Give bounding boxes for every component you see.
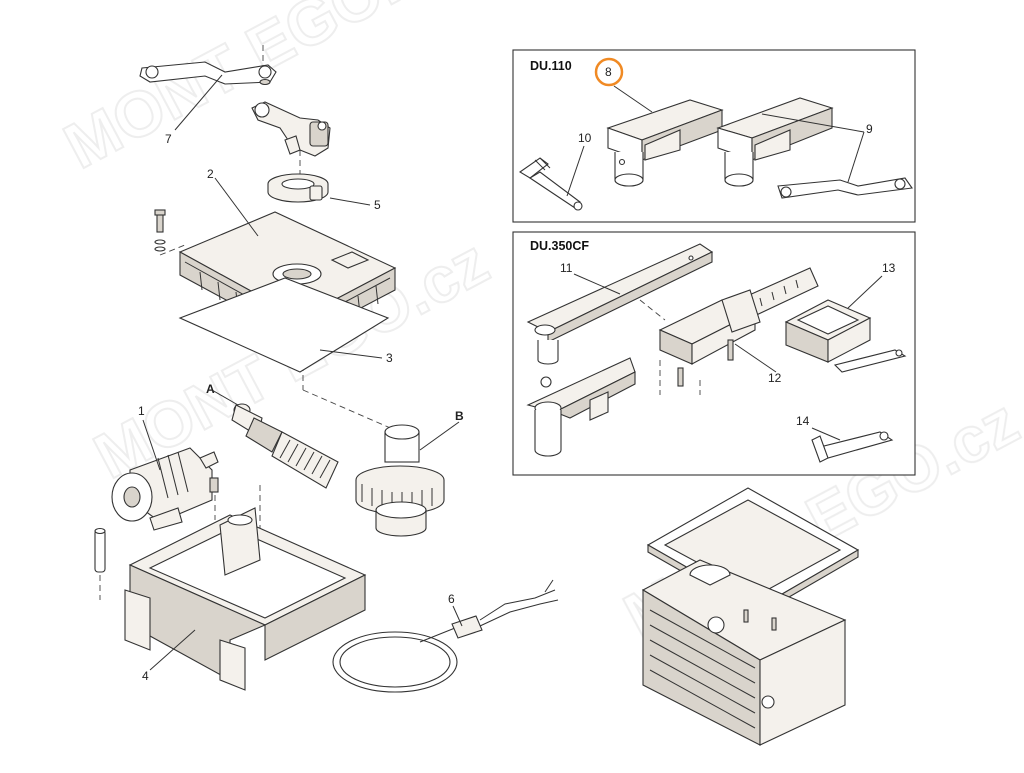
part-13-lock-housing: [784, 299, 907, 373]
part-12-locking-block: [658, 267, 819, 387]
part-9-bracket: [716, 97, 913, 199]
callout-8: 8: [605, 65, 612, 79]
callout-2: 2: [207, 167, 214, 181]
screw-dash: [159, 244, 186, 256]
du350-leaders: [573, 273, 883, 441]
part-ball: [540, 376, 552, 388]
callout-6: 6: [448, 592, 455, 606]
callout-10: 10: [578, 131, 592, 145]
axis-dash-to-b: [302, 389, 396, 431]
part-B-gear: [355, 424, 445, 537]
part-5-bearing-ring: [267, 173, 329, 203]
callout-11: 11: [560, 261, 573, 275]
du110-title: DU.110: [530, 59, 572, 73]
part-8-bracket: [606, 99, 724, 187]
callout-A: A: [206, 382, 215, 396]
du350-dashes: [639, 299, 701, 395]
callout-9: 9: [866, 122, 873, 136]
callout-8-highlight-ring: [594, 57, 624, 87]
part-clamp-lever: [251, 101, 331, 157]
callout-14: 14: [796, 414, 810, 428]
foundation-box: [641, 487, 860, 746]
callout-B: B: [455, 409, 464, 423]
part-pin: [94, 527, 106, 573]
callout-12: 12: [768, 371, 782, 385]
watermark-text-1: MONT EGO.cz: [53, 0, 470, 182]
callout-13: 13: [882, 261, 896, 275]
callouts-left: 7 2 5 3 A B 1 4 6: [138, 132, 464, 683]
part-10-hex-key: [518, 157, 583, 211]
callout-7: 7: [165, 132, 172, 146]
part-1-motor: [111, 447, 219, 531]
part-11-long-arm: [526, 243, 714, 365]
callout-4: 4: [142, 669, 149, 683]
part-lower-arm: [526, 357, 636, 457]
callout-1: 1: [138, 404, 145, 418]
part-A-worm-shaft: [231, 403, 339, 489]
part-6-cable: [332, 579, 559, 693]
part-7-lever-arm: [139, 61, 277, 86]
part-14-key: [811, 431, 894, 463]
callout-5: 5: [374, 198, 381, 212]
part-3-gasket: [178, 277, 390, 373]
callout-3: 3: [386, 351, 393, 365]
part-cover-screw: [154, 209, 166, 252]
du110-panel: DU.110: [512, 49, 916, 223]
part-4-base-box: [124, 507, 367, 691]
du110-leaders: [566, 85, 865, 197]
leader-lines: [142, 74, 463, 671]
du350cf-title: DU.350CF: [530, 239, 589, 253]
du350cf-panel: DU.350CF: [512, 231, 916, 476]
